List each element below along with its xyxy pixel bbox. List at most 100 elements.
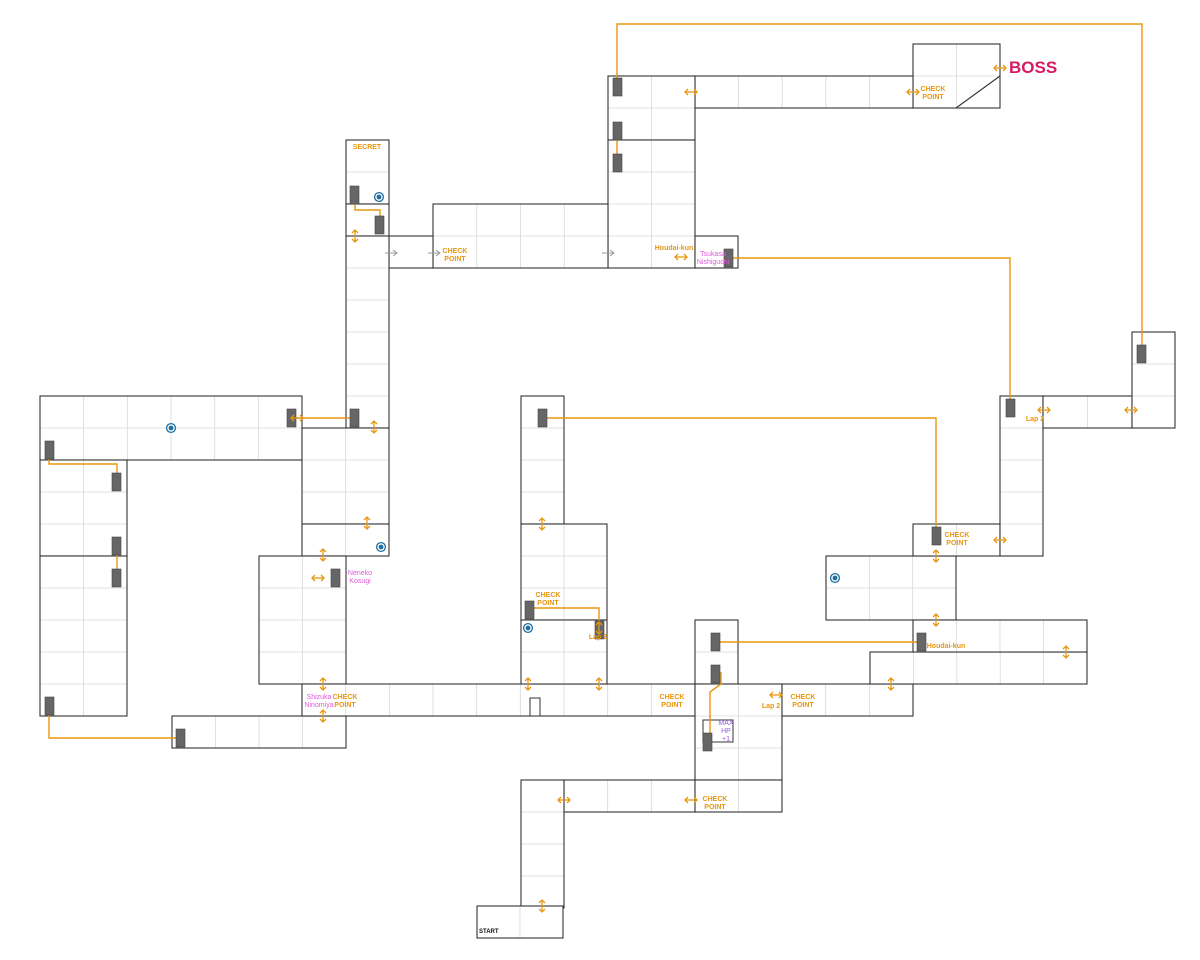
two-way-arrow-icon <box>370 420 378 434</box>
max-hp-powerup-label: MAX HP +1 <box>718 720 734 743</box>
room-wall <box>825 555 957 621</box>
orbs-layer <box>165 191 841 634</box>
door-icon <box>1005 398 1016 418</box>
save-orb-icon <box>373 191 385 203</box>
room <box>476 905 564 939</box>
door-icon <box>44 696 55 716</box>
start-label: START <box>479 929 499 935</box>
two-way-arrow-icon <box>538 517 546 531</box>
save-orb-icon <box>165 422 177 434</box>
checkpoint-label: CHECK POINT <box>944 532 970 547</box>
room-wall <box>171 715 347 749</box>
two-way-arrow-icon <box>319 548 327 562</box>
houdai-label: Houdai-kun <box>926 643 966 650</box>
door-icon <box>44 440 55 460</box>
room-wall <box>476 905 564 939</box>
route-line <box>542 417 937 534</box>
room <box>999 395 1044 557</box>
save-orb-icon <box>829 572 841 584</box>
two-way-arrow-icon <box>290 414 304 422</box>
checkpoint-label: CHECK POINT <box>920 86 946 101</box>
checkpoint-label: CHECK POINT <box>535 592 561 607</box>
one-way-arrow-icon <box>428 249 441 257</box>
door-icon <box>710 632 721 652</box>
two-way-arrow-icon <box>932 549 940 563</box>
two-way-arrow-icon <box>906 88 920 96</box>
door-icon <box>330 568 341 588</box>
houdai-label: Houdai-kun <box>654 245 694 252</box>
room <box>301 427 390 525</box>
room-wall <box>1131 331 1176 429</box>
route-lines-layer <box>48 23 1143 740</box>
room <box>301 683 696 717</box>
two-way-arrow-icon <box>524 677 532 691</box>
two-way-arrow-icon <box>319 677 327 691</box>
two-way-arrow-icon <box>595 621 603 635</box>
door-icon <box>702 732 713 752</box>
room <box>1042 395 1133 429</box>
npc-tsukasa-label: Tsukasa Nishiguchi <box>696 251 730 266</box>
room-wall <box>39 555 128 717</box>
boss-room-slope <box>955 75 1001 109</box>
room <box>607 75 696 141</box>
rooms-layer <box>39 43 1176 939</box>
room <box>345 235 390 429</box>
door-icon <box>537 408 548 428</box>
door-icon <box>349 185 360 205</box>
two-way-arrow-icon <box>993 536 1007 544</box>
two-way-arrow-icon <box>1037 406 1051 414</box>
npc-neneko-label: Neneko Kosugi <box>347 570 373 585</box>
route-line <box>616 23 1143 354</box>
room-floor <box>564 780 695 812</box>
room <box>607 139 696 269</box>
one-way-arrow-icon <box>385 249 398 257</box>
save-orb-icon <box>522 622 534 634</box>
room <box>171 715 347 749</box>
door-icon <box>111 536 122 556</box>
room <box>694 75 914 109</box>
checkpoint-label: CHECK POINT <box>790 694 816 709</box>
two-way-arrow-icon <box>1124 406 1138 414</box>
door-icon <box>612 77 623 97</box>
door-icon <box>524 600 535 620</box>
two-way-arrow-icon <box>319 709 327 723</box>
two-way-arrow-icon <box>538 899 546 913</box>
two-way-arrow-icon <box>993 64 1007 72</box>
two-way-arrow-icon <box>557 796 571 804</box>
checkpoint-label: CHECK POINT <box>702 796 728 811</box>
room-wall <box>694 235 739 269</box>
room-wall <box>520 619 608 685</box>
route-line <box>709 672 722 740</box>
room-floor <box>695 76 913 108</box>
door-icon <box>931 526 942 546</box>
room <box>825 555 957 621</box>
route-line <box>48 706 181 739</box>
room-floor <box>870 652 1087 684</box>
two-way-arrow-icon <box>311 574 325 582</box>
room <box>520 619 608 685</box>
two-way-arrow-icon <box>1062 645 1070 659</box>
checkpoint-label: CHECK POINT <box>442 248 468 263</box>
secret-label: SECRET <box>352 144 382 151</box>
room <box>694 779 783 813</box>
two-way-arrow-icon <box>684 796 698 804</box>
pillar-block <box>529 697 541 717</box>
checkpoint-label: CHECK POINT <box>659 694 685 709</box>
door-icon <box>111 472 122 492</box>
two-way-arrow-icon <box>351 229 359 243</box>
two-way-arrow-icon <box>887 677 895 691</box>
arrows-layer <box>290 64 1138 913</box>
room-wall <box>912 619 1088 653</box>
two-way-arrow-icon <box>932 613 940 627</box>
two-way-arrow-icon <box>363 516 371 530</box>
room <box>912 523 1001 557</box>
door-icon <box>111 568 122 588</box>
room <box>869 651 1088 685</box>
two-way-arrow-icon <box>674 253 688 261</box>
door-icon <box>710 664 721 684</box>
door-icon <box>612 121 623 141</box>
npc-shizuka-label: Shizuka Ninomiya <box>304 694 334 709</box>
save-orb-icon <box>375 541 387 553</box>
lap2-label: Lap 2 <box>588 634 608 641</box>
